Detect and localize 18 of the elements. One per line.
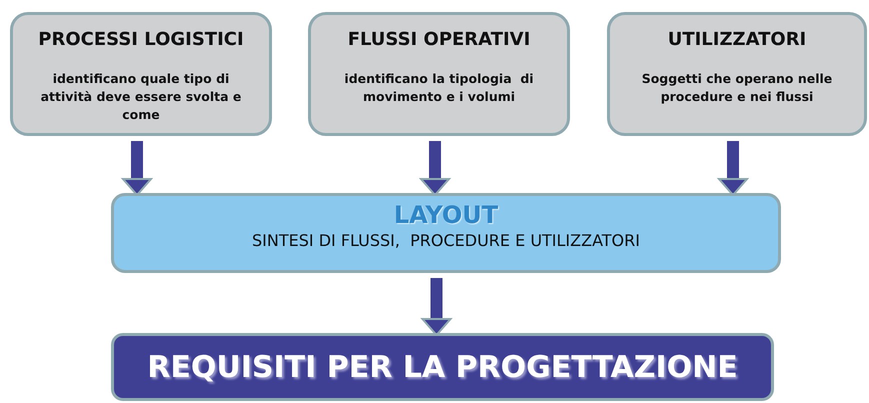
box-description: identificano quale tipo di attività deve essere svolta e come [40,70,242,124]
process-box [308,12,570,136]
result-box [111,333,774,401]
summary-box [111,193,781,273]
block-arrow [420,141,450,196]
box-heading: UTILIZZATORI [668,29,806,50]
process-box [607,12,867,136]
box-heading: LAYOUT [394,201,498,229]
block-arrow [422,278,452,336]
box-subheading: SINTESI DI FLUSSI, PROCEDURE E UTILIZZATORI [252,231,640,250]
box-heading: PROCESSI LOGISTICI [38,29,244,50]
box-heading: REQUISITI PER LA PROGETTAZIONE [147,350,738,384]
box-heading: FLUSSI OPERATIVI [348,29,530,50]
process-box [10,12,272,136]
block-arrow [122,141,152,196]
block-arrow [718,141,748,196]
box-description: Soggetti che operano nelle procedure e nei flussi [640,70,834,106]
box-description: identificano la tipologia di movimento e i volumi [343,70,535,106]
